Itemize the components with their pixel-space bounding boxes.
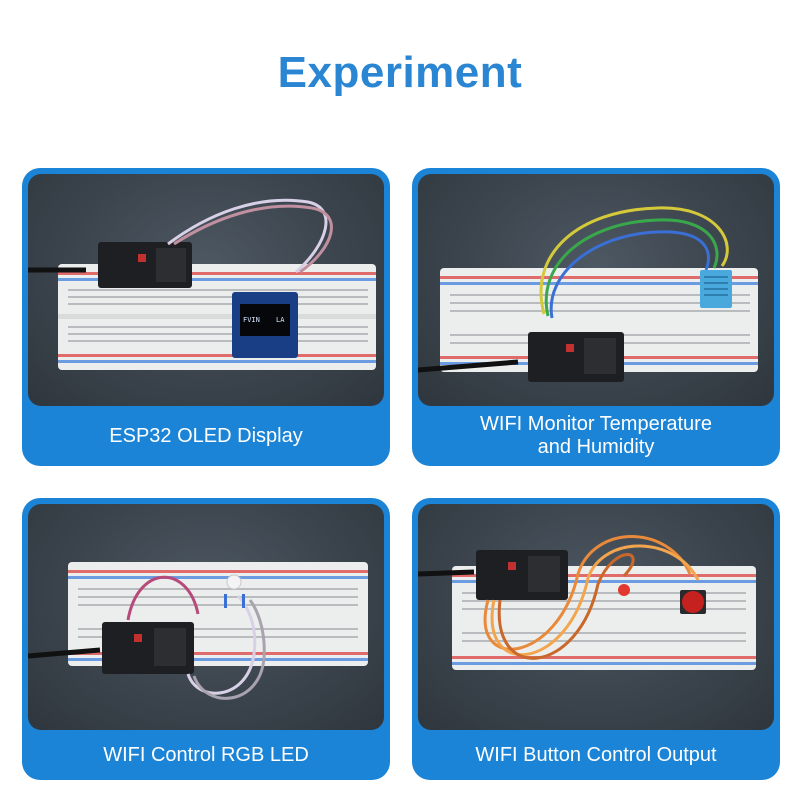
experiment-caption: WIFI Monitor Temperature and Humidity bbox=[412, 406, 780, 466]
experiment-card-temperature: WIFI Monitor Temperature and Humidity bbox=[412, 168, 780, 466]
experiment-card-oled: FVIN LA ESP32 OLED Display bbox=[22, 168, 390, 466]
caption-text: WIFI Control RGB LED bbox=[103, 743, 309, 766]
red-led bbox=[618, 584, 630, 596]
experiment-photo-button-output bbox=[418, 504, 774, 730]
breadboard-temperature-illustration bbox=[418, 206, 758, 382]
oled-text-right: LA bbox=[276, 316, 285, 324]
experiment-card-button-output: WIFI Button Control Output bbox=[412, 498, 780, 780]
breadboard-oled-illustration: FVIN LA bbox=[28, 198, 376, 370]
push-button bbox=[682, 591, 704, 613]
breadboard-rgb-illustration bbox=[28, 562, 368, 700]
experiment-caption: WIFI Button Control Output bbox=[412, 730, 780, 780]
breadboard-button-illustration bbox=[418, 535, 756, 670]
experiment-photo-rgb-led bbox=[28, 504, 384, 730]
experiment-card-rgb-led: WIFI Control RGB LED bbox=[22, 498, 390, 780]
caption-text: WIFI Monitor Temperature and Humidity bbox=[480, 413, 712, 458]
oled-screen bbox=[240, 304, 290, 336]
experiment-photo-oled: FVIN LA bbox=[28, 174, 384, 406]
experiment-photo-temperature bbox=[418, 174, 774, 406]
experiment-caption: ESP32 OLED Display bbox=[22, 406, 390, 466]
rgb-led bbox=[226, 574, 242, 590]
caption-text: ESP32 OLED Display bbox=[109, 424, 303, 447]
experiment-caption: WIFI Control RGB LED bbox=[22, 730, 390, 780]
page-title: Experiment bbox=[277, 48, 523, 97]
oled-text-left: FVIN bbox=[243, 316, 260, 324]
caption-text: WIFI Button Control Output bbox=[475, 743, 717, 766]
